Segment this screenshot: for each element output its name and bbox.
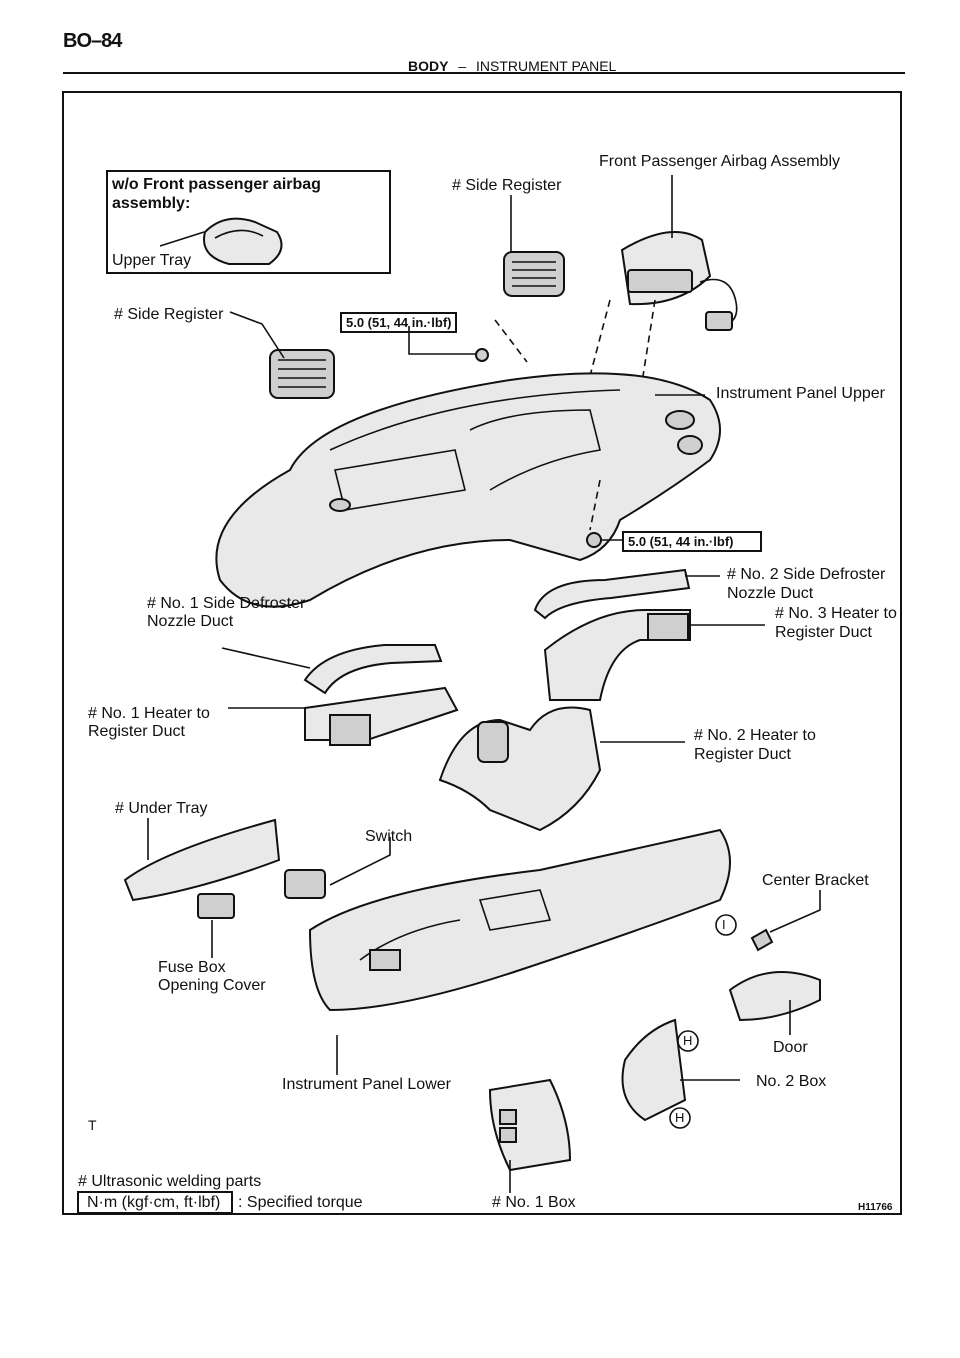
- clip-marker-h2-label: H: [675, 1110, 685, 1125]
- no1-box-label: # No. 1 Box: [492, 1194, 576, 1211]
- instrument-panel-upper-label: Instrument Panel Upper: [716, 385, 885, 402]
- upper-tray-part: [159, 217, 283, 265]
- switch-label: Switch: [365, 828, 413, 845]
- center-bracket-label: Center Bracket: [762, 872, 869, 889]
- no2-box-label: No. 2 Box: [756, 1073, 827, 1090]
- clip-marker-i-label: I: [722, 917, 726, 932]
- upper-tray-label: Upper Tray: [112, 252, 192, 269]
- door-part: [728, 971, 821, 1035]
- no1-heater-label-1: # No. 1 Heater to: [88, 705, 210, 722]
- side-register-left-part: [229, 311, 335, 399]
- page-code: BO–84: [63, 30, 122, 52]
- inset-title-line1: w/o Front passenger airbag: [112, 176, 321, 193]
- no1-side-defroster-duct-part: [221, 644, 443, 695]
- no2-heater-duct-part: [438, 706, 685, 832]
- side-register-left-label: # Side Register: [114, 306, 224, 323]
- no1-side-defroster-label-2: Nozzle Duct: [147, 613, 234, 630]
- bolt-icon: [475, 348, 489, 362]
- switch-part: [284, 837, 391, 899]
- bolt-dashed-path-lower: [589, 479, 601, 531]
- clip-marker-i: [715, 914, 737, 936]
- page-header-title: BODY – INSTRUMENT PANEL: [408, 58, 616, 74]
- clip-marker-h1: [677, 1030, 699, 1052]
- inset-title-line2: assembly:: [112, 195, 191, 212]
- torque-spec-upper: 5.0 (51, 44 in.·lbf): [340, 312, 458, 333]
- no1-heater-duct-part: [228, 686, 459, 746]
- under-tray-part: [123, 818, 281, 902]
- side-register-top-label: # Side Register: [452, 177, 562, 194]
- header-rule: [63, 72, 905, 74]
- side-register-top-part: [503, 195, 565, 297]
- diagram-frame: [62, 91, 902, 1215]
- torque-leader-upper: [408, 326, 485, 355]
- legend-torque-units: N·m (kgf·cm, ft·lbf): [77, 1191, 233, 1214]
- under-tray-label: # Under Tray: [115, 800, 208, 817]
- instrument-panel-lower-label: Instrument Panel Lower: [282, 1076, 451, 1093]
- header-dash: –: [458, 58, 467, 74]
- legend-ultrasonic: # Ultrasonic welding parts: [78, 1173, 262, 1190]
- no2-box-part: [621, 1018, 740, 1122]
- bolt-icon-lower: [586, 532, 602, 548]
- door-label: Door: [773, 1039, 808, 1056]
- section-name: BODY: [408, 58, 449, 74]
- no2-heater-label-2: Register Duct: [694, 746, 791, 763]
- front-airbag-label: Front Passenger Airbag Assembly: [599, 153, 841, 170]
- bolt-dashed-path: [494, 319, 528, 363]
- clip-marker-h2: [669, 1107, 691, 1129]
- instrument-panel-lower-part: [308, 828, 731, 1075]
- inset-box: [106, 170, 391, 274]
- legend-torque-desc: : Specified torque: [238, 1194, 363, 1211]
- no3-heater-duct-part: [543, 609, 765, 701]
- fuse-box-cover-part: [197, 893, 235, 958]
- no1-box-part: [488, 1078, 572, 1193]
- fuse-box-label-2: Opening Cover: [158, 977, 266, 994]
- center-bracket-part: [750, 890, 821, 952]
- torque-spec-lower: 5.0 (51, 44 in.·lbf): [622, 531, 762, 552]
- no2-side-defroster-label-2: Nozzle Duct: [727, 585, 814, 602]
- no2-heater-label-1: # No. 2 Heater to: [694, 727, 816, 744]
- clip-marker-h1-label: H: [683, 1033, 693, 1048]
- figure-code: H11766: [858, 1202, 893, 1213]
- subsection-name: INSTRUMENT PANEL: [476, 58, 617, 74]
- no2-side-defroster-duct-part: [533, 568, 720, 620]
- no1-heater-label-2: Register Duct: [88, 723, 185, 740]
- no1-side-defroster-label-1: # No. 1 Side Defroster: [147, 595, 306, 612]
- no2-side-defroster-label-1: # No. 2 Side Defroster: [727, 566, 886, 583]
- no3-heater-label-1: # No. 3 Heater to: [775, 605, 897, 622]
- instrument-panel-upper-part: [215, 372, 721, 608]
- fuse-box-label-1: Fuse Box: [158, 959, 226, 976]
- stray-mark: T: [88, 1117, 97, 1133]
- no3-heater-label-2: Register Duct: [775, 624, 872, 641]
- airbag-assembly-part: [584, 175, 738, 396]
